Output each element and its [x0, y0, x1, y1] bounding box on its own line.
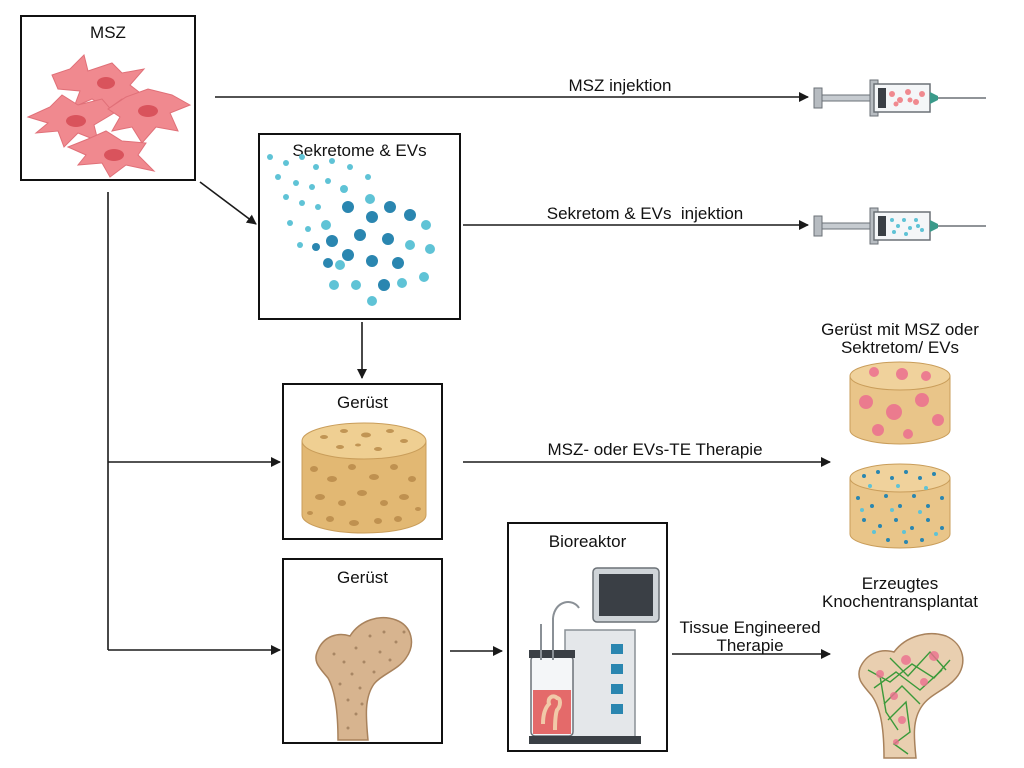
vesicles-illustration	[267, 154, 435, 306]
scaffold-title: Gerüst	[336, 393, 389, 412]
label-te-therapy: MSZ- oder EVs-TE Therapie	[547, 440, 763, 459]
msz-panel: MSZ	[20, 15, 196, 181]
outcome-graft-label-1: Erzeugtes	[861, 574, 939, 593]
secretome-panel: Sekretome & EVs	[258, 133, 461, 320]
secretome-title: Sekretome & EVs	[292, 141, 427, 160]
syringe-secretome-icon	[813, 207, 986, 245]
bone-illustration	[315, 616, 413, 741]
bone-scaffold-title: Gerüst	[336, 568, 389, 587]
arrow-msz-to-secretome	[199, 181, 257, 225]
bioreactor-title: Bioreaktor	[548, 532, 627, 551]
scaffold-with-cells-illustration	[849, 361, 951, 445]
outcome-scaffold-label-2: Sektretom/ EVs	[840, 338, 960, 357]
scaffold-panel: Gerüst	[282, 383, 443, 540]
bone-scaffold-panel: Gerüst	[282, 558, 443, 744]
syringe-msz-icon	[813, 79, 986, 117]
label-tissue-engineered-1: Tissue Engineered	[679, 618, 821, 637]
label-msz-injection: MSZ injektion	[568, 76, 672, 95]
label-tissue-engineered-2: Therapie	[716, 636, 784, 655]
scaffold-with-evs-illustration	[849, 463, 951, 549]
msz-title: MSZ	[90, 23, 126, 42]
bioreactor-panel: Bioreaktor	[507, 522, 668, 752]
label-secretome-injection: Sekretom & EVs injektion	[546, 204, 744, 223]
scaffold-cylinder-illustration	[301, 422, 427, 534]
outcome-scaffold-label-1: Gerüst mit MSZ oder	[821, 320, 979, 339]
engineered-bone-graft-illustration	[858, 632, 964, 759]
bioreactor-illustration	[529, 567, 660, 744]
msc-cells-illustration	[26, 54, 192, 178]
outcome-graft-label-2: Knochentransplantat	[822, 592, 978, 611]
